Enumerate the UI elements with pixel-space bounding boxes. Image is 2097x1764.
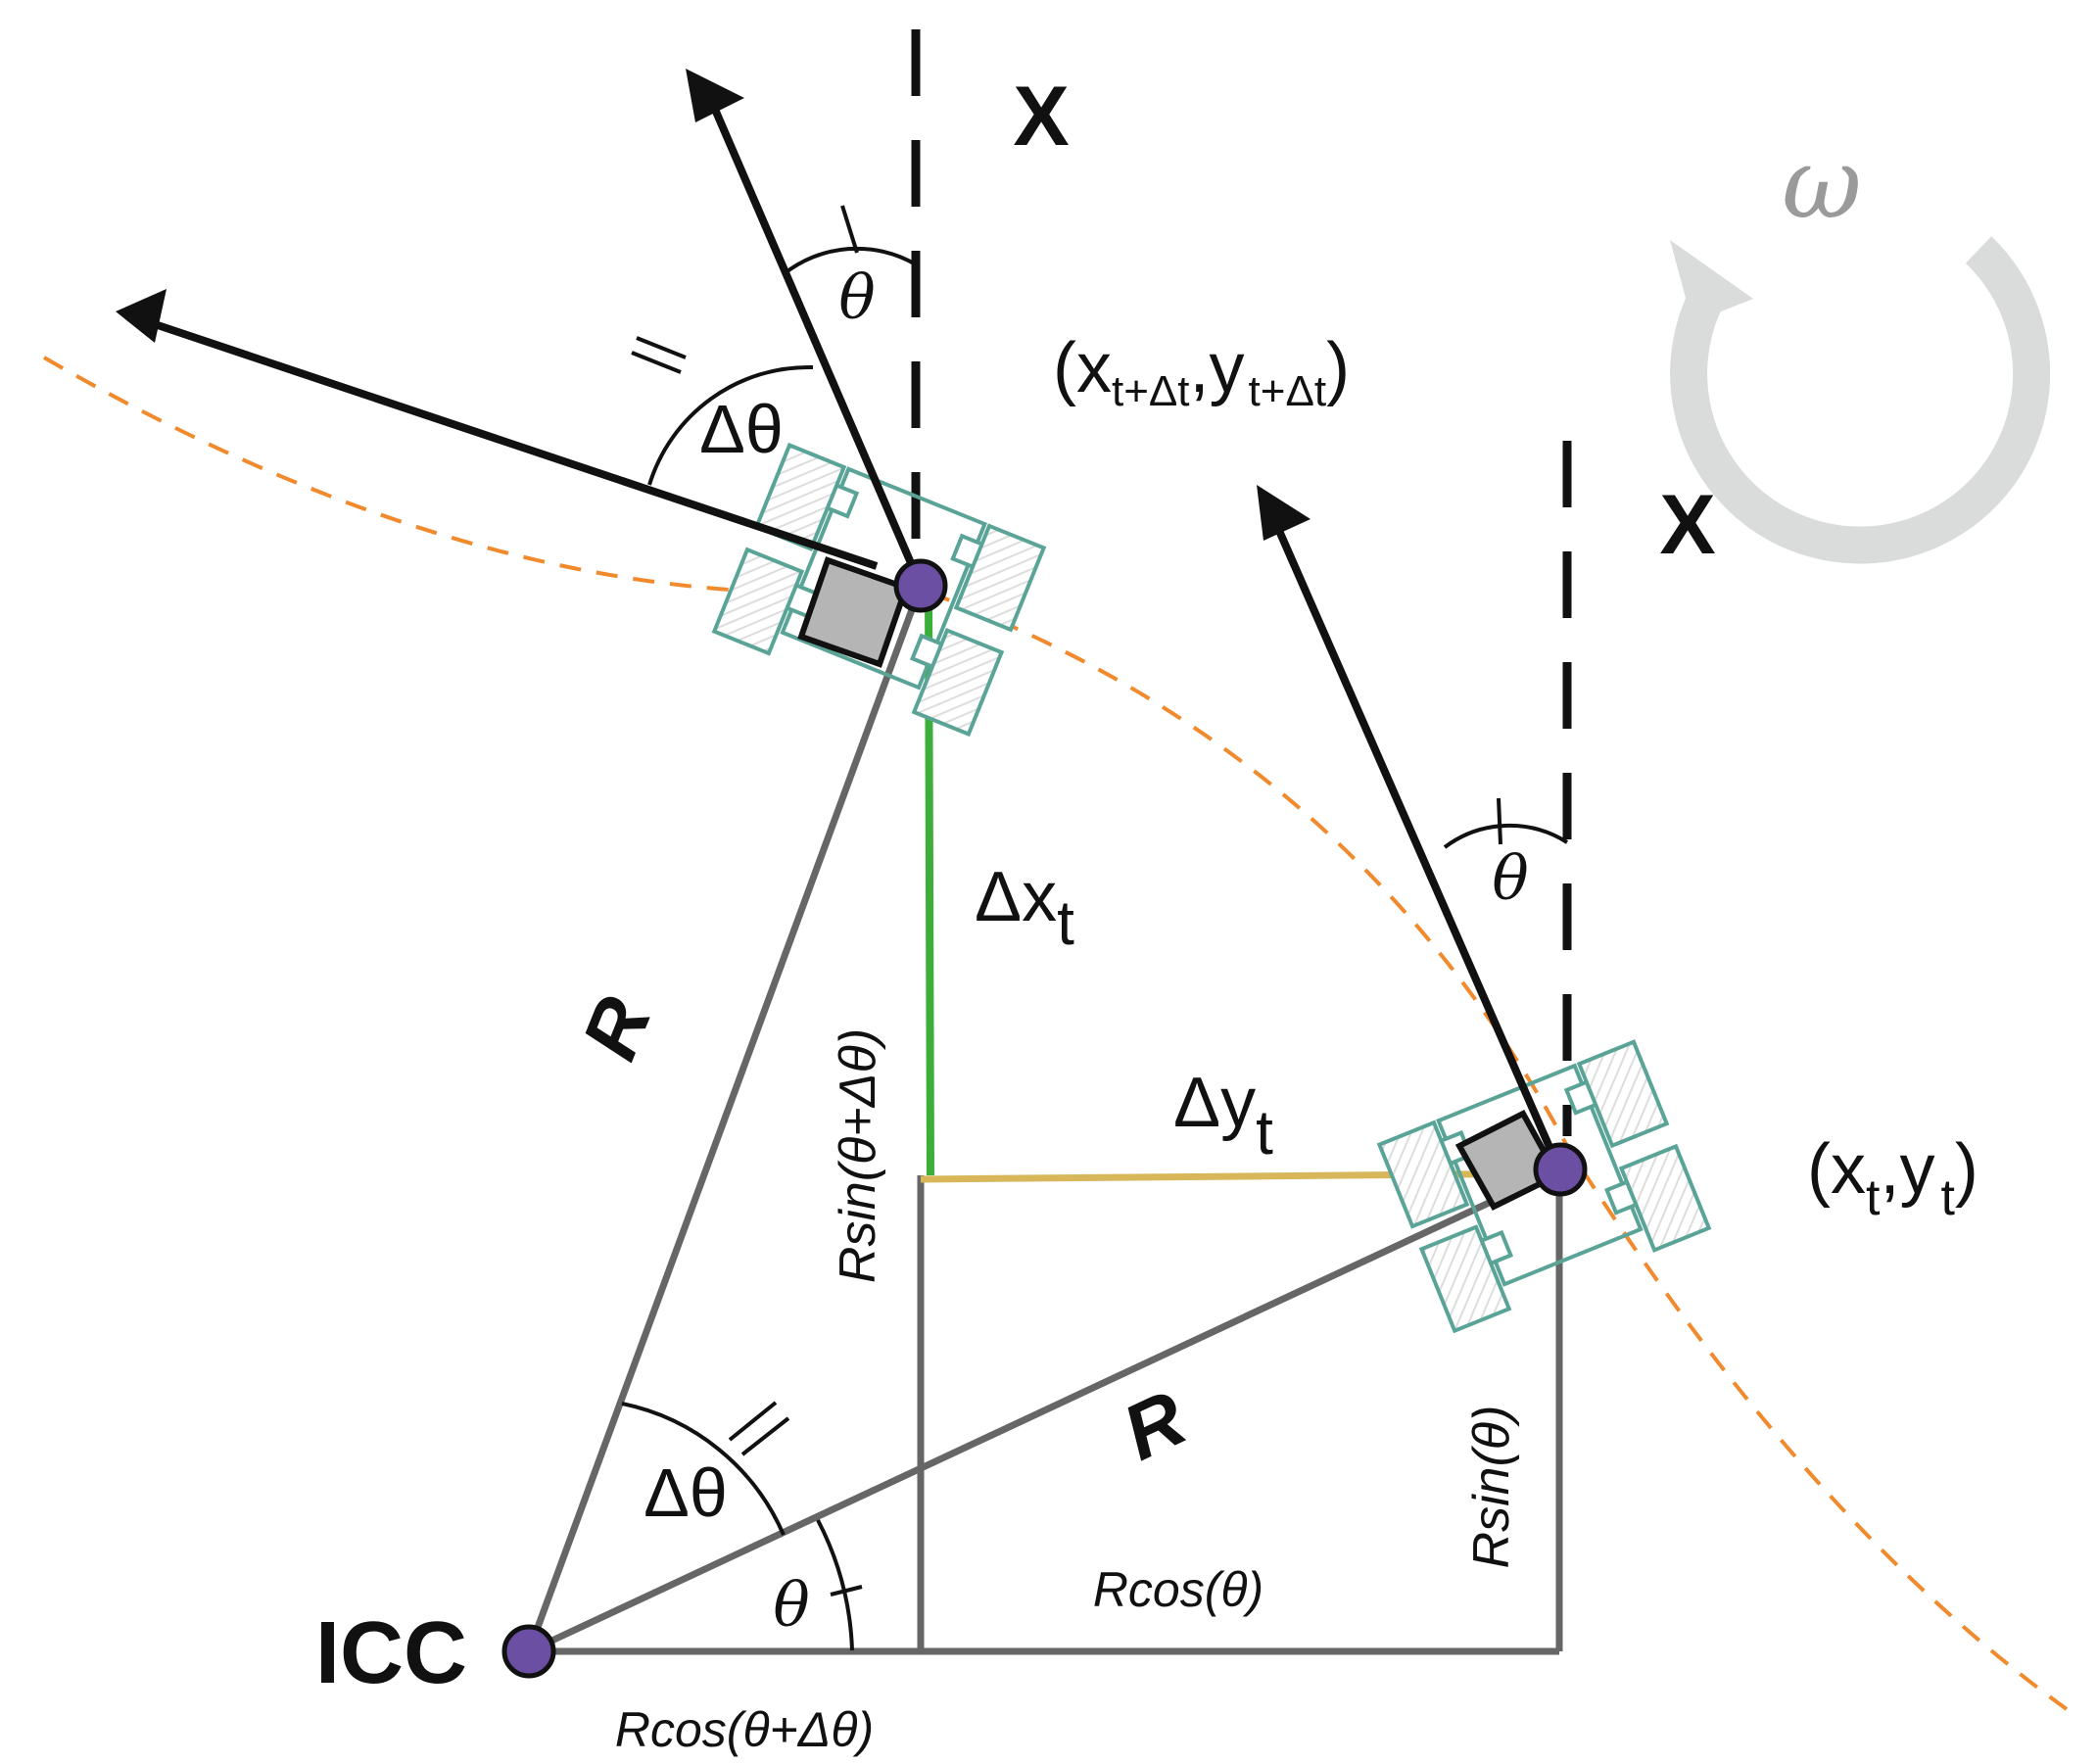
radius-label-left: R [565, 985, 667, 1071]
radius-label-middle: R [1110, 1373, 1198, 1476]
svg-text:Δyt: Δyt [1173, 1064, 1273, 1168]
rcos-theta-label: Rcos(θ) [1093, 1562, 1263, 1617]
omega-label: ω [1782, 126, 1862, 241]
omega-rotation-arrow [1670, 236, 2051, 564]
svg-text:(xt+Δt,yt+Δt): (xt+Δt,yt+Δt) [1053, 329, 1350, 415]
pose-current-point [1533, 1142, 1588, 1197]
geometry-lines [525, 584, 1563, 1655]
right-angle-marker-top [797, 556, 910, 668]
pose-next-point [893, 558, 948, 613]
delta-theta-label-bottom: Δθ [643, 1454, 728, 1531]
svg-text:(xt,yt): (xt,yt) [1807, 1130, 1978, 1226]
heading-arrows [116, 69, 1563, 1171]
delta-theta-label-top: Δθ [699, 391, 784, 467]
x-axis-label-right: X [1659, 478, 1715, 572]
delta-x-label: Δxt [975, 858, 1074, 958]
theta-label-bottom: θ [773, 1569, 809, 1641]
pose-next-label: (xt+Δt,yt+Δt) [1053, 329, 1350, 415]
theta-label-right: θ [1492, 842, 1528, 914]
robot-current-pose [1376, 1039, 1712, 1334]
rsin-theta-dtheta-label: Rsin(θ+Δθ) [830, 1028, 886, 1283]
icc-label: ICC [315, 1604, 467, 1702]
rcos-theta-dtheta-label: Rcos(θ+Δθ) [615, 1702, 874, 1757]
theta-label-top: θ [838, 262, 875, 333]
robot-next-pose [711, 442, 1047, 738]
delta-y-label: Δyt [1173, 1064, 1273, 1168]
x-axis-label-top: X [1013, 70, 1069, 164]
angle-arcs [621, 205, 1569, 1651]
delta-y-segment [920, 1169, 1561, 1183]
rsin-theta-label: Rsin(θ) [1463, 1406, 1520, 1569]
icc-point [501, 1624, 556, 1679]
svg-text:Δxt: Δxt [975, 858, 1074, 958]
trajectory-arc [42, 356, 2069, 1711]
